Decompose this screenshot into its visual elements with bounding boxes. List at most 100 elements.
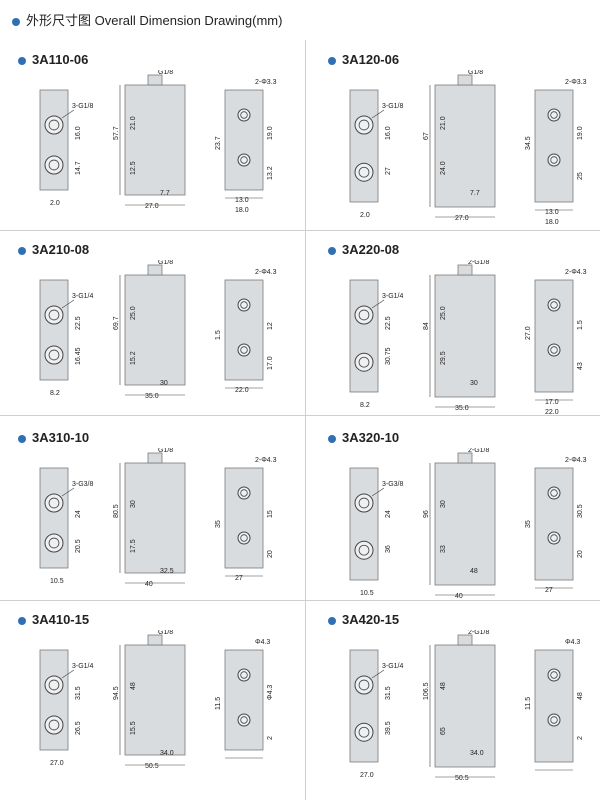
dimension-value: 14.7 (75, 161, 82, 175)
port-a-circle (354, 675, 374, 695)
port-b-circle (354, 162, 374, 182)
dimension-value: 27.0 (360, 772, 374, 779)
dimension-value: 106.5 (423, 682, 430, 700)
hole-label: 2-Φ4.3 (565, 457, 587, 464)
port-b-circle (44, 345, 64, 365)
model-name: 3A320-10 (342, 430, 400, 445)
dimension-value: 21.0 (130, 116, 137, 130)
dimension-value: 22.0 (545, 409, 559, 416)
bullet-icon (18, 56, 26, 65)
dimension-value: 30.5 (577, 504, 584, 518)
dimension-value: 24.0 (440, 161, 447, 175)
front-view-body (349, 279, 379, 393)
dimension-value: 8.2 (360, 402, 370, 409)
top-port-label: G1/8 (158, 70, 173, 76)
dimension-value: 2 (267, 736, 274, 740)
bullet-icon (18, 246, 26, 255)
mount-hole-circle-2 (237, 713, 251, 727)
port-b-circle (44, 715, 64, 735)
mount-hole-circle-2 (547, 343, 561, 357)
dimension-value: 1.5 (577, 320, 584, 330)
hole-label: 2-Φ4.3 (255, 269, 277, 276)
dimension-value: 29.5 (440, 351, 447, 365)
dimension-value: 30 (470, 380, 478, 387)
dimension-value: 48 (130, 682, 137, 690)
dimension-value: 11.5 (215, 697, 222, 710)
dimension-value: 30 (130, 500, 137, 508)
dimension-value: 35.0 (145, 393, 159, 400)
dimension-value: 22.5 (75, 316, 82, 330)
top-port-label: 2-G1/8 (468, 630, 490, 636)
model-label: 3A210-08 (18, 242, 89, 257)
dimension-value: 22.5 (385, 316, 392, 330)
bullet-icon (18, 434, 26, 443)
port-b-circle-inner (48, 537, 60, 549)
mount-hole-circle-inner (550, 489, 558, 497)
front-view-body (349, 467, 379, 581)
mount-hole-circle-2 (547, 531, 561, 545)
mount-hole-circle (547, 298, 561, 312)
port-label: 3-G1/8 (72, 103, 94, 110)
dimension-value: 67 (423, 132, 430, 140)
port-b-circle (354, 540, 374, 560)
model-name: 3A420-15 (342, 612, 400, 627)
model-label: 3A420-15 (328, 612, 399, 627)
dimension-value: 2.0 (50, 200, 60, 207)
port-leader (61, 299, 75, 309)
dimension-value: 50.5 (145, 763, 159, 770)
port-b-circle-inner (358, 166, 370, 178)
dimension-value: Φ4.3 (267, 685, 274, 700)
port-leader (371, 669, 385, 679)
dimension-value: 57.7 (113, 126, 120, 140)
end-view-body (534, 467, 574, 581)
dimension-value: 16.0 (385, 126, 392, 140)
dimension-value: 96 (423, 510, 430, 518)
dimension-value: 48 (577, 692, 584, 700)
port-a-circle-inner (358, 679, 370, 691)
port-label: 3-G1/8 (382, 103, 404, 110)
side-view-body (124, 274, 186, 386)
top-port-body (457, 452, 473, 464)
mount-hole-circle-inner (240, 111, 248, 119)
hole-label: 2-Φ3.3 (565, 79, 587, 86)
mount-hole-circle-2 (547, 713, 561, 727)
page-title: 外形尺寸图 Overall Dimension Drawing(mm) (12, 10, 282, 29)
dimension-value: 84 (423, 322, 430, 330)
top-port-label: G1/8 (158, 260, 173, 266)
model-name: 3A120-06 (342, 52, 400, 67)
top-port-body (147, 452, 163, 464)
dimension-value: 17.5 (130, 539, 137, 553)
mount-hole-circle-2 (237, 343, 251, 357)
front-view-body (349, 649, 379, 763)
hole-label: 2-Φ4.3 (565, 269, 587, 276)
end-view-body (224, 649, 264, 751)
top-port-body (147, 74, 163, 86)
dimension-value: 10.5 (360, 590, 374, 597)
dimension-value: 50.5 (455, 775, 469, 782)
bullet-icon (12, 17, 20, 26)
dimension-drawing: 3-G1/42-G1/82-Φ4.38425.029.535.022.530.7… (349, 260, 587, 416)
port-b-circle-inner (48, 719, 60, 731)
port-label: 3-G3/8 (382, 481, 404, 488)
bullet-icon (328, 616, 336, 625)
dimension-value: 16.45 (75, 347, 82, 365)
dimension-drawing: 3-G3/8G1/82-Φ4.380.53017.5402420.510.532… (39, 448, 277, 588)
port-leader (61, 109, 75, 119)
dimension-value: 13.0 (545, 209, 559, 216)
dimension-value: 27 (385, 167, 392, 175)
dimension-value: 13.2 (267, 166, 274, 180)
row-divider-3 (0, 600, 600, 601)
side-view-body (124, 84, 186, 196)
top-port-body (457, 74, 473, 86)
dimension-drawing: 3-G1/8G1/82-Φ3.357.721.012.527.016.014.7… (39, 70, 277, 214)
bullet-icon (18, 616, 26, 625)
mount-hole-circle-2-inner (240, 156, 248, 164)
mount-hole-circle-2 (237, 531, 251, 545)
mount-hole-circle (547, 668, 561, 682)
dimension-value: 24 (385, 510, 392, 518)
dimension-value: 7.7 (160, 190, 170, 197)
port-a-circle-inner (48, 679, 60, 691)
